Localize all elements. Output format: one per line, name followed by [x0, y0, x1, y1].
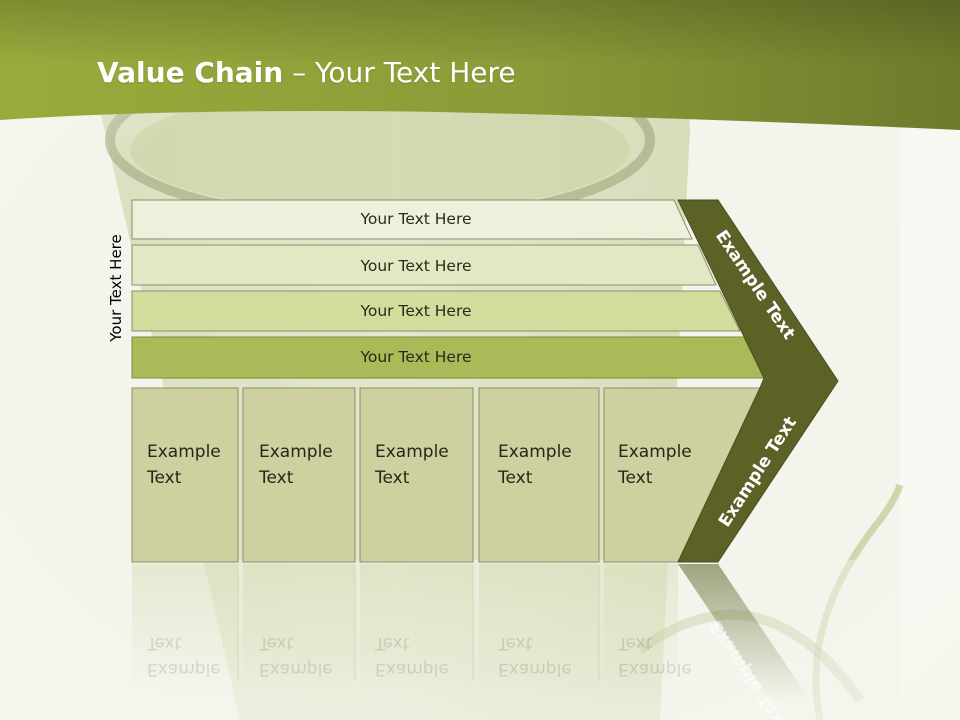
- margin-chevron-reflection: [678, 564, 810, 700]
- primary-column-2-label: Example Text: [259, 442, 333, 488]
- primary-column-1-reflection: Example Text: [147, 633, 221, 679]
- support-bar-2-label: Your Text Here: [360, 257, 472, 275]
- column-reflection: [479, 564, 599, 694]
- column-reflection: [132, 564, 238, 694]
- support-bar-4-label: Your Text Here: [360, 348, 472, 366]
- support-bar-3: [131, 290, 741, 332]
- margin-chevron: [677, 199, 839, 563]
- primary-column-4: [478, 387, 600, 563]
- column-reflection: [243, 564, 355, 694]
- support-bar-3-label: Your Text Here: [360, 302, 472, 320]
- primary-column-4-label: Example Text: [498, 442, 572, 488]
- primary-column-1-label: Example Text: [147, 442, 221, 488]
- column-reflection: [360, 564, 473, 694]
- primary-column-2: [242, 387, 356, 563]
- title-bold: Value Chain: [97, 56, 284, 89]
- column-reflection: [604, 564, 678, 694]
- support-bar-1-label: Your Text Here: [360, 210, 472, 228]
- primary-column-3-label: Example Text: [375, 442, 449, 488]
- primary-column-1: [131, 387, 239, 563]
- title-rest: – Your Text Here: [283, 56, 516, 89]
- header-band: [0, 0, 960, 130]
- slide-title: Value Chain – Your Text Here: [97, 56, 516, 89]
- primary-column-3: [359, 387, 474, 563]
- support-bar-2: [131, 244, 717, 286]
- primary-column-5-reflection: Example Text: [618, 633, 692, 679]
- primary-column-4-reflection: Example Text: [498, 633, 572, 679]
- primary-column-2-reflection: Example Text: [259, 633, 333, 679]
- primary-column-3-reflection: Example Text: [375, 633, 449, 679]
- primary-column-5-label: Example Text: [618, 442, 692, 488]
- support-bar-1: [131, 199, 693, 240]
